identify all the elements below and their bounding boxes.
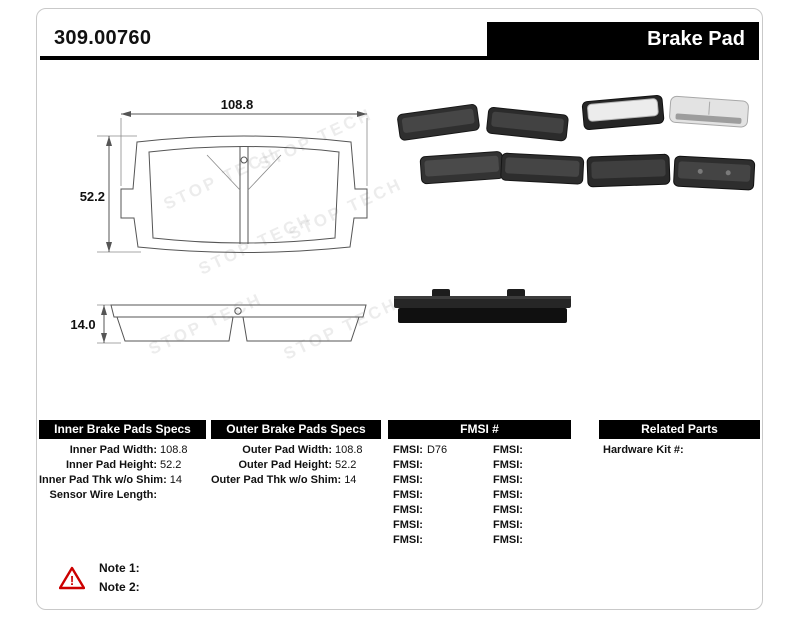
spec-value [157, 488, 206, 503]
table-row: Inner Pad Thk w/o Shim: 14 [39, 473, 206, 488]
table-row: Outer Pad Width: 108.8 [211, 443, 381, 458]
spec-value: 52.2 [335, 459, 357, 471]
notes-section: ! Note 1: Note 2: [59, 561, 762, 594]
fmsi-value [523, 458, 527, 473]
inner-specs-table: Inner Brake Pads Specs Inner Pad Width: … [39, 420, 206, 548]
table-row: Outer Pad Thk w/o Shim: 14 [211, 473, 381, 488]
fmsi-value [423, 533, 427, 548]
table-row: FMSI: FMSI: [388, 518, 571, 533]
fmsi-value [523, 518, 527, 533]
spec-label: Sensor Wire Length: [49, 489, 157, 501]
dimension-height-label: 52.2 [80, 189, 105, 204]
fmsi-label: FMSI: [493, 519, 523, 531]
spec-label: Outer Pad Thk w/o Shim: [211, 474, 342, 486]
table-row: FMSI: FMSI: [388, 473, 571, 488]
fmsi-value [523, 473, 527, 488]
front-view-drawing: 108.8 52.2 [80, 97, 368, 253]
note-2-label: Note 2: [99, 580, 140, 594]
table-row: Inner Pad Width: 108.8 [39, 443, 206, 458]
spec-label: Outer Pad Width: [242, 444, 332, 456]
table-row: FMSI: FMSI: [388, 458, 571, 473]
technical-drawing: STOP TECH STOP TECH STOP TECH STOP TECH … [70, 94, 756, 364]
photo-pad-set-2 [581, 94, 756, 191]
fmsi-label: FMSI: [493, 489, 523, 501]
spec-sheet-card: 309.00760 Brake Pad STOP TECH STOP TECH … [36, 8, 763, 610]
fmsi-label: FMSI: [393, 534, 423, 546]
fmsi-label: FMSI: [393, 474, 423, 486]
related-parts-header: Related Parts [599, 420, 760, 439]
spec-label: Inner Pad Height: [65, 459, 157, 471]
fmsi-label: FMSI: [393, 489, 423, 501]
photo-pad-side-view [394, 289, 571, 323]
dimension-width-label: 108.8 [221, 97, 254, 112]
fmsi-table: FMSI # FMSI:D76 FMSI: FMSI: FMSI: FMSI: … [388, 420, 571, 548]
note-1-label: Note 1: [99, 561, 140, 575]
outer-specs-table: Outer Brake Pads Specs Outer Pad Width: … [211, 420, 381, 548]
watermark-text: STOP TECH [286, 174, 406, 243]
spec-value: 14 [344, 474, 357, 486]
side-view-drawing: 14.0 [70, 304, 367, 344]
watermark-text: STOP TECH [146, 289, 266, 358]
outer-specs-header: Outer Brake Pads Specs [211, 420, 381, 439]
fmsi-label: FMSI: [493, 534, 523, 546]
fmsi-value [423, 488, 427, 503]
fmsi-label: FMSI: [493, 474, 523, 486]
fmsi-label: FMSI: [393, 444, 423, 456]
note-lines: Note 1: Note 2: [99, 561, 140, 594]
dimension-thickness-label: 14.0 [70, 317, 95, 332]
fmsi-value [523, 488, 527, 503]
header: 309.00760 Brake Pad [40, 9, 759, 60]
watermark-text: STOP TECH [196, 209, 316, 278]
part-number: 309.00760 [54, 27, 152, 49]
fmsi-value [523, 443, 527, 458]
table-row: FMSI:D76 FMSI: [388, 443, 571, 458]
fmsi-value [423, 473, 427, 488]
spec-tables: Inner Brake Pads Specs Inner Pad Width: … [39, 420, 760, 548]
fmsi-value [523, 533, 527, 548]
spec-value: 52.2 [160, 459, 182, 471]
fmsi-value: D76 [426, 444, 448, 456]
product-type-badge: Brake Pad [487, 22, 759, 56]
fmsi-label: FMSI: [493, 504, 523, 516]
spec-label: Outer Pad Height: [238, 459, 332, 471]
warning-triangle-icon: ! [59, 566, 85, 589]
fmsi-value [423, 458, 427, 473]
table-row: Inner Pad Height: 52.2 [39, 458, 206, 473]
svg-text:!: ! [70, 573, 74, 588]
table-row: Outer Pad Height: 52.2 [211, 458, 381, 473]
table-row: Hardware Kit #: [599, 443, 760, 458]
drawing-area: STOP TECH STOP TECH STOP TECH STOP TECH … [37, 60, 762, 418]
fmsi-label: FMSI: [393, 459, 423, 471]
fmsi-value [423, 518, 427, 533]
fmsi-value [423, 503, 427, 518]
spec-value: 14 [169, 474, 182, 486]
fmsi-label: FMSI: [393, 519, 423, 531]
fmsi-label: FMSI: [493, 459, 523, 471]
fmsi-label: FMSI: [493, 444, 523, 456]
table-row: FMSI: FMSI: [388, 503, 571, 518]
table-row: FMSI: FMSI: [388, 488, 571, 503]
spec-label: Inner Pad Thk w/o Shim: [39, 474, 167, 486]
photo-pad-set-1 [397, 104, 585, 185]
related-part-value [684, 443, 688, 458]
spec-value: 108.8 [160, 444, 188, 456]
inner-specs-header: Inner Brake Pads Specs [39, 420, 206, 439]
spec-label: Inner Pad Width: [69, 444, 157, 456]
fmsi-header: FMSI # [388, 420, 571, 439]
table-row: Sensor Wire Length: [39, 488, 206, 503]
fmsi-value [523, 503, 527, 518]
related-parts-table: Related Parts Hardware Kit #: [599, 420, 760, 548]
related-part-label: Hardware Kit #: [603, 444, 684, 456]
fmsi-label: FMSI: [393, 504, 423, 516]
spec-value: 108.8 [335, 444, 363, 456]
table-row: FMSI: FMSI: [388, 533, 571, 548]
